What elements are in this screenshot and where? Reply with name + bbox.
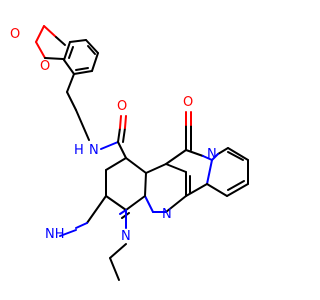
pyrido-ring — [152, 147, 249, 213]
keto-oxygen-label: O — [183, 95, 193, 110]
amide-linker — [66, 73, 127, 159]
amide-oxygen-label: O — [117, 99, 127, 114]
structure-drawing: O O N H O O N NH N N — [10, 25, 249, 281]
imine-nitrogen-label: NH — [45, 227, 65, 242]
amide-nitrogen-label: N — [89, 143, 99, 158]
pyrido-nitrogen-label: N — [207, 147, 217, 162]
imine-ring — [75, 157, 127, 281]
ring-nitrogen-label: N — [162, 207, 172, 222]
oxygen-label-1: O — [10, 27, 20, 42]
central-ring — [59, 157, 191, 237]
amide-hydrogen-label: H — [74, 143, 84, 158]
ethyl-nitrogen-label: N — [121, 229, 131, 244]
keto-group — [185, 111, 192, 151]
benzene-ring-top — [63, 39, 99, 75]
dioxole-ring — [35, 25, 66, 60]
oxygen-label-2: O — [40, 59, 50, 74]
molecule-canvas: O O N H O O N NH N N — [10, 25, 249, 281]
